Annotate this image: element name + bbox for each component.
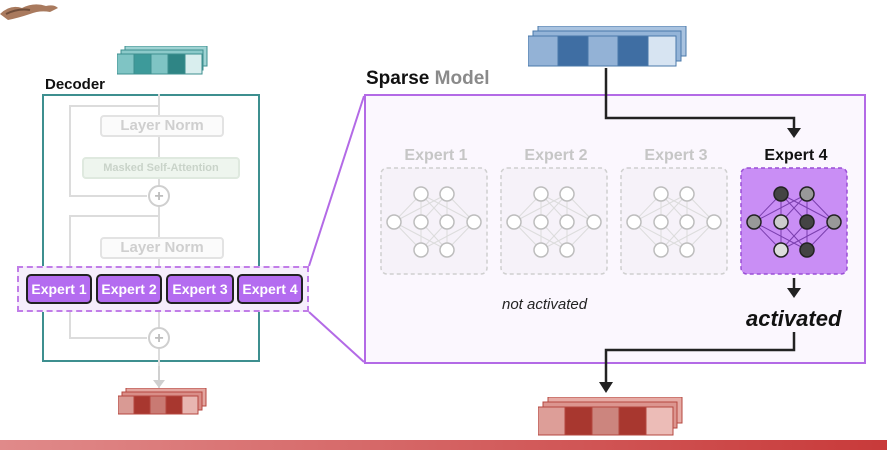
not-activated-note: not activated [502,296,588,313]
sparse-output-tokens [538,397,683,436]
neuron [533,214,549,230]
neuron [439,214,455,230]
neuron [706,214,722,230]
neuron [413,186,429,202]
neuron [679,186,695,202]
expert-network-2 [500,167,608,275]
sparse-title-word1: Sparse [366,68,430,89]
expert-network-4 [740,167,848,275]
decoder-expert-3: Expert 3 [166,274,234,304]
neuron [799,214,815,230]
neuron [653,214,669,230]
sparse-model-title: Sparse Model [366,68,490,90]
decoder-title: Decoder [45,76,106,93]
layer-norm-2: Layer Norm [100,237,224,259]
decoder-expert-2: Expert 2 [96,274,162,304]
neuron [679,214,695,230]
neuron [653,242,669,258]
sparse-expert-3-label: Expert 3 [644,147,708,164]
masked-self-attention: Masked Self-Attention [82,157,240,179]
expert-network-1 [380,167,488,275]
decoder-expert-4: Expert 4 [237,274,303,304]
decoder-block [42,94,260,362]
decoder-expert-1: Expert 1 [26,274,92,304]
sparse-expert-1-label: Expert 1 [404,147,468,164]
neuron [413,214,429,230]
decoder-output-tokens [118,388,207,415]
neuron [386,214,402,230]
sparse-expert-2-label: Expert 2 [524,147,588,164]
activated-note: activated [746,306,842,331]
svg-text:+: + [154,188,163,205]
neuron [559,186,575,202]
neuron [506,214,522,230]
neuron [653,186,669,202]
neuron [559,214,575,230]
layer-norm-1: Layer Norm [100,115,224,137]
neuron [533,242,549,258]
neuron [773,186,789,202]
mascot-icon [0,4,58,20]
neuron [799,242,815,258]
neuron [533,186,549,202]
neuron [439,186,455,202]
neuron [746,214,762,230]
sparse-expert-4-label: Expert 4 [764,147,828,164]
neuron [626,214,642,230]
neuron [799,186,815,202]
neuron [466,214,482,230]
neuron [826,214,842,230]
neuron [773,214,789,230]
neuron [773,242,789,258]
sparse-title-word2: Model [434,68,490,89]
expert-network-3 [620,167,728,275]
svg-text:+: + [154,330,163,347]
bottom-accent-bar [0,440,887,450]
neuron [439,242,455,258]
neuron [679,242,695,258]
decoder-connectors: + + [69,94,170,396]
sparse-input-tokens [528,26,687,67]
neuron [559,242,575,258]
neuron [586,214,602,230]
decoder-input-tokens [117,46,208,75]
neuron [413,242,429,258]
